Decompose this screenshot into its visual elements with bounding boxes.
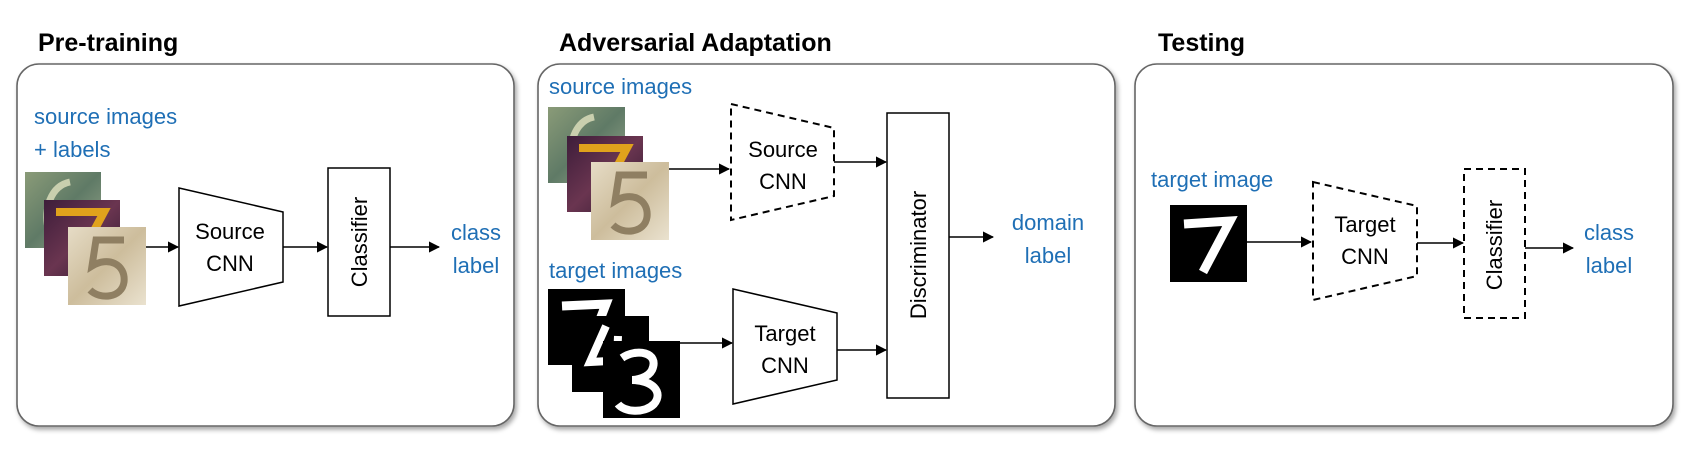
testing-classifier-box [1463,168,1526,319]
pretraining-title: Pre-training [38,29,178,57]
testing-output-label-line1: class [1584,220,1634,245]
adversarial-target-cnn-label-line2: CNN [761,353,809,378]
testing-classifier-label: Classifier [1482,200,1507,290]
mnist-image-stack [548,289,680,418]
adversarial-source-cnn [730,102,835,222]
adversarial-source-input-label: source images [549,74,692,99]
adversarial-source-cnn-label-line1: Source [748,137,818,162]
mnist-digit-7-thumbnail [1170,205,1247,282]
pretraining-output-label-line1: class [451,220,501,245]
pretraining-output-label-line2: label [453,253,499,278]
pretraining-source-cnn [178,187,284,307]
adversarial-target-cnn [732,288,838,405]
testing-input-label: target image [1151,167,1273,192]
mnist-digit-3-thumbnail [603,341,680,418]
discriminator-box [886,112,950,399]
adversarial-target-input-label: target images [549,258,682,283]
pretraining-classifier-label: Classifier [347,197,372,287]
discriminator-label: Discriminator [906,191,931,319]
testing-target-cnn [1312,180,1418,302]
adversarial-target-cnn-label-line1: Target [754,321,815,346]
pretraining-input-label-line2: + labels [34,137,110,162]
testing-target-cnn-label-line1: Target [1334,212,1395,237]
pretraining-classifier-box [327,167,391,317]
adversarial-output-label-line2: label [1025,243,1071,268]
pretraining-input-label-line1: source images [34,104,177,129]
adversarial-panel [537,63,1116,427]
adversarial-title: Adversarial Adaptation [559,29,832,57]
pretraining-source-cnn-label-line1: Source [195,219,265,244]
pretraining-source-cnn-label-line2: CNN [206,251,254,276]
svhn-image-stack [25,172,146,305]
adversarial-output-label-line1: domain [1012,210,1084,235]
testing-title: Testing [1158,29,1245,57]
svhn-digit-5-thumbnail [591,162,669,240]
testing-target-cnn-label-line2: CNN [1341,244,1389,269]
svhn-digit-5-thumbnail [68,227,146,305]
testing-output-label-line2: label [1586,253,1632,278]
svhn-image-stack [548,107,669,240]
adversarial-source-cnn-label-line2: CNN [759,169,807,194]
